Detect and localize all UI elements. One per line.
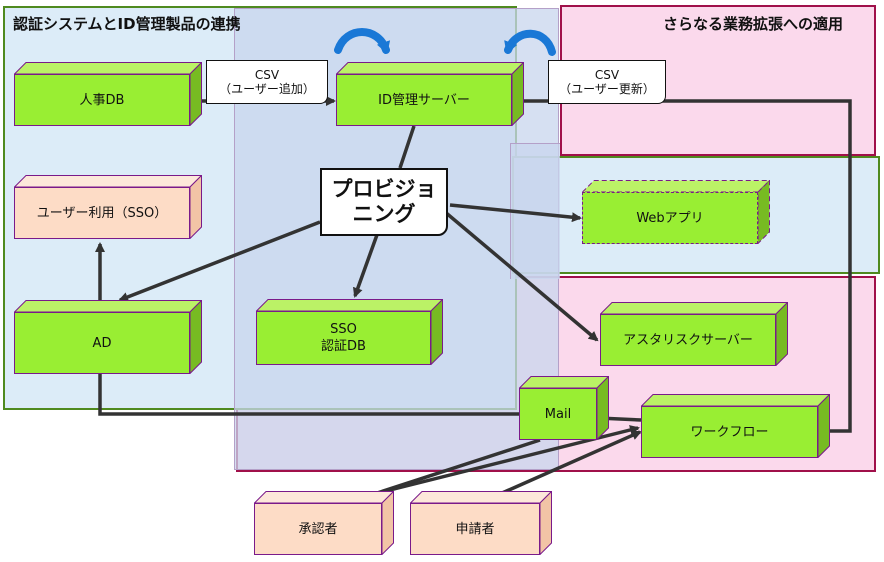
approver-label: 承認者 <box>254 503 382 555</box>
arrow-provisioning-to-asterisk <box>443 210 599 342</box>
provisioning-line1: プロビジョ <box>331 177 437 201</box>
csv-update-note-line2: （ユーザー更新） <box>559 82 655 96</box>
mail-shape <box>519 376 609 440</box>
extension-region-title: さらなる業務拡張への適用 <box>663 15 844 33</box>
csv-update-note[interactable]: CSV （ユーザー更新） <box>548 60 666 104</box>
hr-db-node[interactable]: 人事DB <box>14 62 202 126</box>
web-app-node[interactable]: Webアプリ <box>582 180 770 244</box>
sso-db-label-line2: 認証DB <box>321 339 366 354</box>
csv-add-note-line1: CSV <box>254 68 280 82</box>
provisioning-note[interactable]: プロビジョ ニング <box>320 168 448 236</box>
asterisk-shape <box>600 302 788 366</box>
workflow-label: ワークフロー <box>641 406 818 458</box>
provisioning-line2: ニング <box>352 202 416 226</box>
ad-node[interactable]: AD <box>14 300 202 374</box>
csv-add-note[interactable]: CSV （ユーザー追加） <box>206 60 328 104</box>
arrow-provisioning-to-ad <box>118 220 321 302</box>
mail-node[interactable]: Mail <box>519 376 609 440</box>
hr-db-label: 人事DB <box>14 74 190 126</box>
applicant-label: 申請者 <box>410 503 540 555</box>
line-ad-to-mail <box>98 374 520 416</box>
arrow-provisioning-to-ssodb <box>353 231 380 298</box>
workflow-node[interactable]: ワークフロー <box>641 394 830 458</box>
id-server-node[interactable]: ID管理サーバー <box>336 62 524 126</box>
sso-db-shape <box>256 299 443 365</box>
applicant-node[interactable]: 申請者 <box>410 491 552 555</box>
user-sso-node[interactable]: ユーザー利用（SSO） <box>14 175 202 239</box>
id-server-label: ID管理サーバー <box>336 74 512 126</box>
arrow-provisioning-to-webapp <box>449 203 582 223</box>
csv-update-note-line1: CSV <box>594 68 620 82</box>
auth-region-title: 認証システムとID管理製品の連携 <box>13 15 241 33</box>
applicant-shape <box>410 491 552 555</box>
ad-label: AD <box>14 312 190 374</box>
arrow-workflow-to-idserver <box>510 96 852 433</box>
curved-arrow-right <box>504 29 556 56</box>
mail-label: Mail <box>519 388 597 440</box>
approver-node[interactable]: 承認者 <box>254 491 394 555</box>
id-server-shape <box>336 62 524 126</box>
asterisk-label: アスタリスクサーバー <box>600 314 776 366</box>
sso-db-node[interactable]: SSO 認証DB <box>256 299 443 365</box>
sso-db-label: SSO 認証DB <box>256 311 431 365</box>
user-sso-label: ユーザー利用（SSO） <box>14 187 190 239</box>
ad-shape <box>14 300 202 374</box>
csv-add-note-line2: （ユーザー追加） <box>219 82 315 96</box>
sso-db-label-line1: SSO <box>330 322 357 337</box>
user-sso-shape <box>14 175 202 239</box>
line-idserver-to-provisioning <box>398 125 416 169</box>
curved-arrow-left <box>334 28 391 54</box>
asterisk-node[interactable]: アスタリスクサーバー <box>600 302 788 366</box>
hr-db-shape <box>14 62 202 126</box>
web-app-label: Webアプリ <box>582 192 758 244</box>
